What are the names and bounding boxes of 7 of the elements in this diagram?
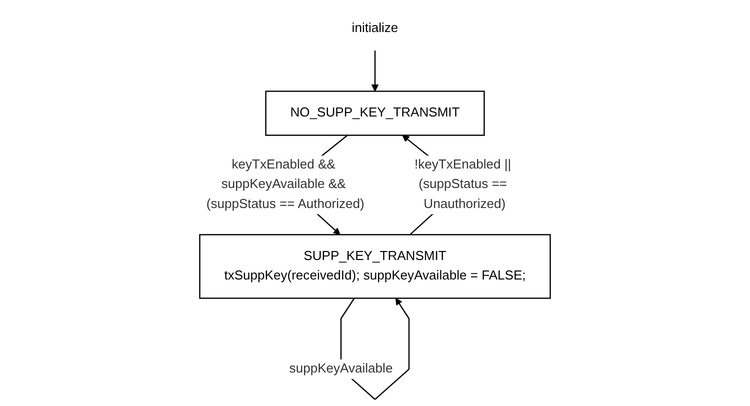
- edge-label: keyTxEnabled && suppKeyAvailable && (suppStatus == Authorized): [206, 158, 364, 212]
- edge-label: suppKeyAvailable: [289, 362, 393, 376]
- node-box: NO_SUPP_KEY_TRANSMIT: [265, 90, 485, 136]
- arrow: [371, 50, 379, 92]
- node-box: SUPP_KEY_TRANSMIT txSuppKey(receivedId); suppKeyAvailable = FALSE;: [199, 234, 551, 299]
- node-text: initialize: [352, 21, 398, 36]
- edge-label: !keyTxEnabled || (suppStatus == Unauthorized): [414, 158, 512, 212]
